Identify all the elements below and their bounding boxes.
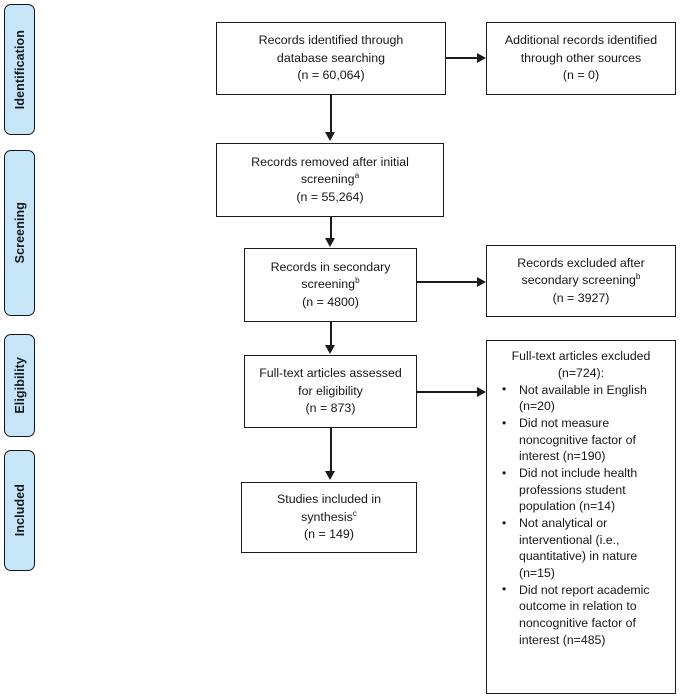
box-records-secondary-line1: Records in secondary [270, 259, 391, 274]
box-fulltext-assessed-line1: Full-text articles assessed [259, 366, 402, 381]
footnote-marker-b1: b [355, 276, 360, 286]
exclusions-header-line1: Full-text articles excluded [511, 349, 651, 363]
box-records-removed-count: (n = 55,264) [296, 189, 364, 204]
phase-bar-eligibility: Eligibility [4, 334, 35, 437]
exclusion-reasons-list: Not available in English (n=20) Did not … [493, 381, 669, 649]
box-fulltext-assessed-count: (n = 873) [305, 401, 356, 416]
arrowhead-identified-to-removed [325, 132, 335, 141]
phase-label-included: Included [12, 484, 27, 537]
box-records-excluded-line2: secondary screeningb [522, 272, 641, 290]
box-additional-records: Additional records identified through ot… [486, 22, 676, 95]
arrowhead-fulltext-to-included [325, 471, 335, 480]
box-records-removed-line2: screeninga [301, 171, 359, 189]
arrowhead-identified-to-additional [477, 52, 486, 63]
box-records-identified: Records identified through database sear… [216, 22, 446, 95]
connector-fulltext-to-exclusions [417, 391, 478, 393]
arrowhead-secondary-to-excluded [477, 276, 486, 287]
box-studies-included-count: (n = 149) [304, 527, 354, 542]
box-studies-included-line2: synthesisc [301, 509, 357, 527]
exclusion-reason-item: Did not report academic outcome in relat… [493, 581, 669, 648]
exclusion-reason-item: Did not include health professions stude… [493, 465, 669, 515]
box-records-secondary-count: (n = 4800) [302, 294, 359, 309]
footnote-marker-b2: b [635, 272, 641, 282]
connector-secondary-to-fulltext [330, 322, 332, 345]
box-additional-records-line2: through other sources [520, 50, 642, 65]
box-records-removed-line1: Records removed after initial [251, 154, 409, 169]
phase-label-screening: Screening [12, 202, 27, 264]
box-records-excluded-secondary: Records excluded after secondary screeni… [486, 245, 676, 317]
connector-removed-to-secondary [330, 217, 332, 239]
phase-bar-identification: Identification [4, 4, 35, 135]
connector-identified-to-additional [446, 57, 478, 59]
box-records-secondary-line2: screeningb [301, 276, 359, 294]
box-records-excluded-line1: Records excluded after [517, 255, 645, 270]
box-studies-included-line1: Studies included in [276, 492, 381, 507]
box-records-removed-line2-text: screening [300, 172, 355, 187]
box-studies-included: Studies included in synthesisc (n = 149) [241, 482, 417, 553]
box-records-excluded-count: (n = 3927) [552, 290, 610, 305]
exclusions-header-line2: (n=724): [557, 365, 605, 380]
box-records-identified-count: (n = 60,064) [297, 68, 365, 83]
arrowhead-removed-to-secondary [325, 238, 335, 247]
arrowhead-fulltext-to-exclusions [477, 386, 486, 397]
phase-bar-screening: Screening [4, 150, 35, 316]
footnote-marker-c: c [352, 508, 357, 518]
box-studies-included-line2-text: synthesis [301, 509, 353, 524]
connector-identified-to-removed [330, 95, 332, 133]
exclusion-reason-item: Not analytical or interventional (i.e., … [493, 515, 669, 581]
box-records-secondary-screening: Records in secondary screeningb (n = 480… [244, 248, 417, 322]
box-records-identified-line1: Records identified through [258, 33, 404, 48]
box-fulltext-assessed-line2: for eligibility [298, 383, 363, 398]
connector-secondary-to-excluded [417, 281, 478, 283]
connector-fulltext-to-included [330, 428, 332, 472]
box-additional-records-count: (n = 0) [562, 68, 600, 83]
box-records-removed: Records removed after initial screeninga… [216, 143, 444, 217]
footnote-marker-a: a [354, 171, 360, 181]
phase-label-identification: Identification [12, 29, 27, 110]
exclusion-reason-item: Not available in English (n=20) [493, 381, 669, 415]
phase-label-eligibility: Eligibility [12, 357, 27, 414]
box-fulltext-excluded-reasons: Full-text articles excluded (n=724): Not… [486, 340, 676, 694]
box-records-excluded-line2-text: secondary screening [521, 273, 636, 288]
box-records-identified-line2: database searching [276, 50, 386, 65]
box-additional-records-line1: Additional records identified [504, 33, 658, 48]
phase-bar-included: Included [4, 450, 35, 571]
box-fulltext-assessed: Full-text articles assessed for eligibil… [244, 355, 417, 428]
arrowhead-secondary-to-fulltext [325, 345, 335, 354]
exclusion-reason-item: Did not measure noncognitive factor of i… [493, 415, 669, 465]
box-records-secondary-line2-text: screening [301, 277, 356, 292]
